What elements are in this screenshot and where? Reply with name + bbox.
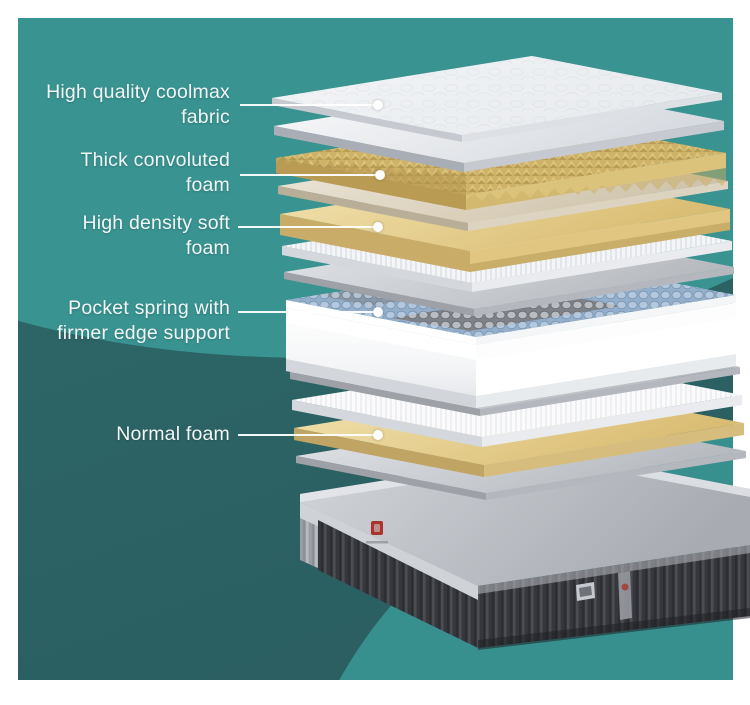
leader-line-pocket	[238, 311, 378, 313]
leader-dot-normal	[373, 430, 383, 440]
leader-line-coolmax	[240, 104, 378, 106]
leader-line-normal	[238, 434, 378, 436]
leader-dot-coolmax	[373, 100, 383, 110]
leader-dot-convoluted	[375, 170, 385, 180]
leader-dot-pocket	[373, 307, 383, 317]
leader-line-convoluted	[240, 174, 380, 176]
label-thick-convoluted-foam: Thick convoluted foam	[80, 149, 230, 196]
leader-dot-density	[373, 222, 383, 232]
label-pocket-spring-firmer-edge-support: Pocket spring with firmer edge support	[57, 297, 230, 344]
leader-line-density	[238, 226, 378, 228]
label-normal-foam: Normal foam	[116, 423, 230, 445]
label-coolmax-fabric: High quality coolmax fabric	[46, 81, 230, 128]
label-high-density-soft-foam: High density soft foam	[82, 212, 230, 259]
